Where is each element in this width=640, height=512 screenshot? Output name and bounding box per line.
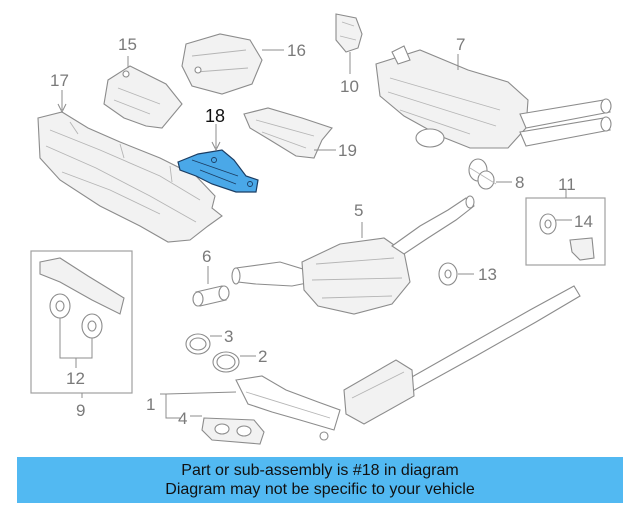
callout-16: 16 — [287, 41, 306, 60]
banner-line-vehicle-disclaimer: Diagram may not be specific to your vehi… — [165, 481, 475, 498]
callout-3: 3 — [224, 327, 233, 346]
callout-7: 7 — [456, 35, 465, 54]
center-muffler-part-5[interactable] — [231, 195, 475, 315]
callout-9: 9 — [76, 401, 85, 420]
bracket-part-12[interactable] — [39, 257, 125, 339]
heat-shield-part-17[interactable] — [37, 111, 223, 243]
hanger-bracket-part-10[interactable] — [335, 13, 363, 53]
hanger-part-14[interactable] — [539, 213, 595, 261]
callout-5: 5 — [354, 201, 363, 220]
callout-17: 17 — [50, 71, 69, 90]
flange-gasket-part-4[interactable] — [201, 417, 265, 445]
rubber-hanger-part-13[interactable] — [438, 262, 458, 286]
callout-1: 1 — [146, 395, 155, 414]
rear-muffler-part-7[interactable] — [375, 45, 612, 149]
callout-8: 8 — [515, 173, 524, 192]
callout-13: 13 — [478, 265, 497, 284]
clamp-part-6[interactable] — [192, 285, 230, 307]
heat-shield-part-19[interactable] — [243, 107, 333, 159]
heat-shield-part-16[interactable] — [181, 33, 263, 95]
gasket-part-3[interactable] — [185, 333, 211, 355]
callout-11: 11 — [558, 175, 576, 194]
catalytic-converter-part-1[interactable] — [235, 285, 581, 441]
callout-6: 6 — [202, 247, 211, 266]
heat-shield-part-18-highlighted[interactable] — [177, 149, 259, 193]
clamp-part-8[interactable] — [468, 158, 497, 190]
heat-shield-part-15[interactable] — [103, 65, 183, 129]
callout-12: 12 — [66, 369, 85, 388]
banner-line-part-reference: Part or sub-assembly is #18 in diagram — [181, 462, 459, 479]
callout-18: 18 — [205, 106, 225, 126]
callout-2: 2 — [258, 347, 267, 366]
callout-4: 4 — [178, 409, 187, 428]
callout-19: 19 — [338, 141, 357, 160]
callout-15: 15 — [118, 35, 137, 54]
callout-14: 14 — [574, 212, 593, 231]
callout-10: 10 — [340, 77, 359, 96]
disclaimer-banner: Part or sub-assembly is #18 in diagram D… — [17, 457, 623, 503]
seal-ring-part-2[interactable] — [212, 351, 240, 373]
